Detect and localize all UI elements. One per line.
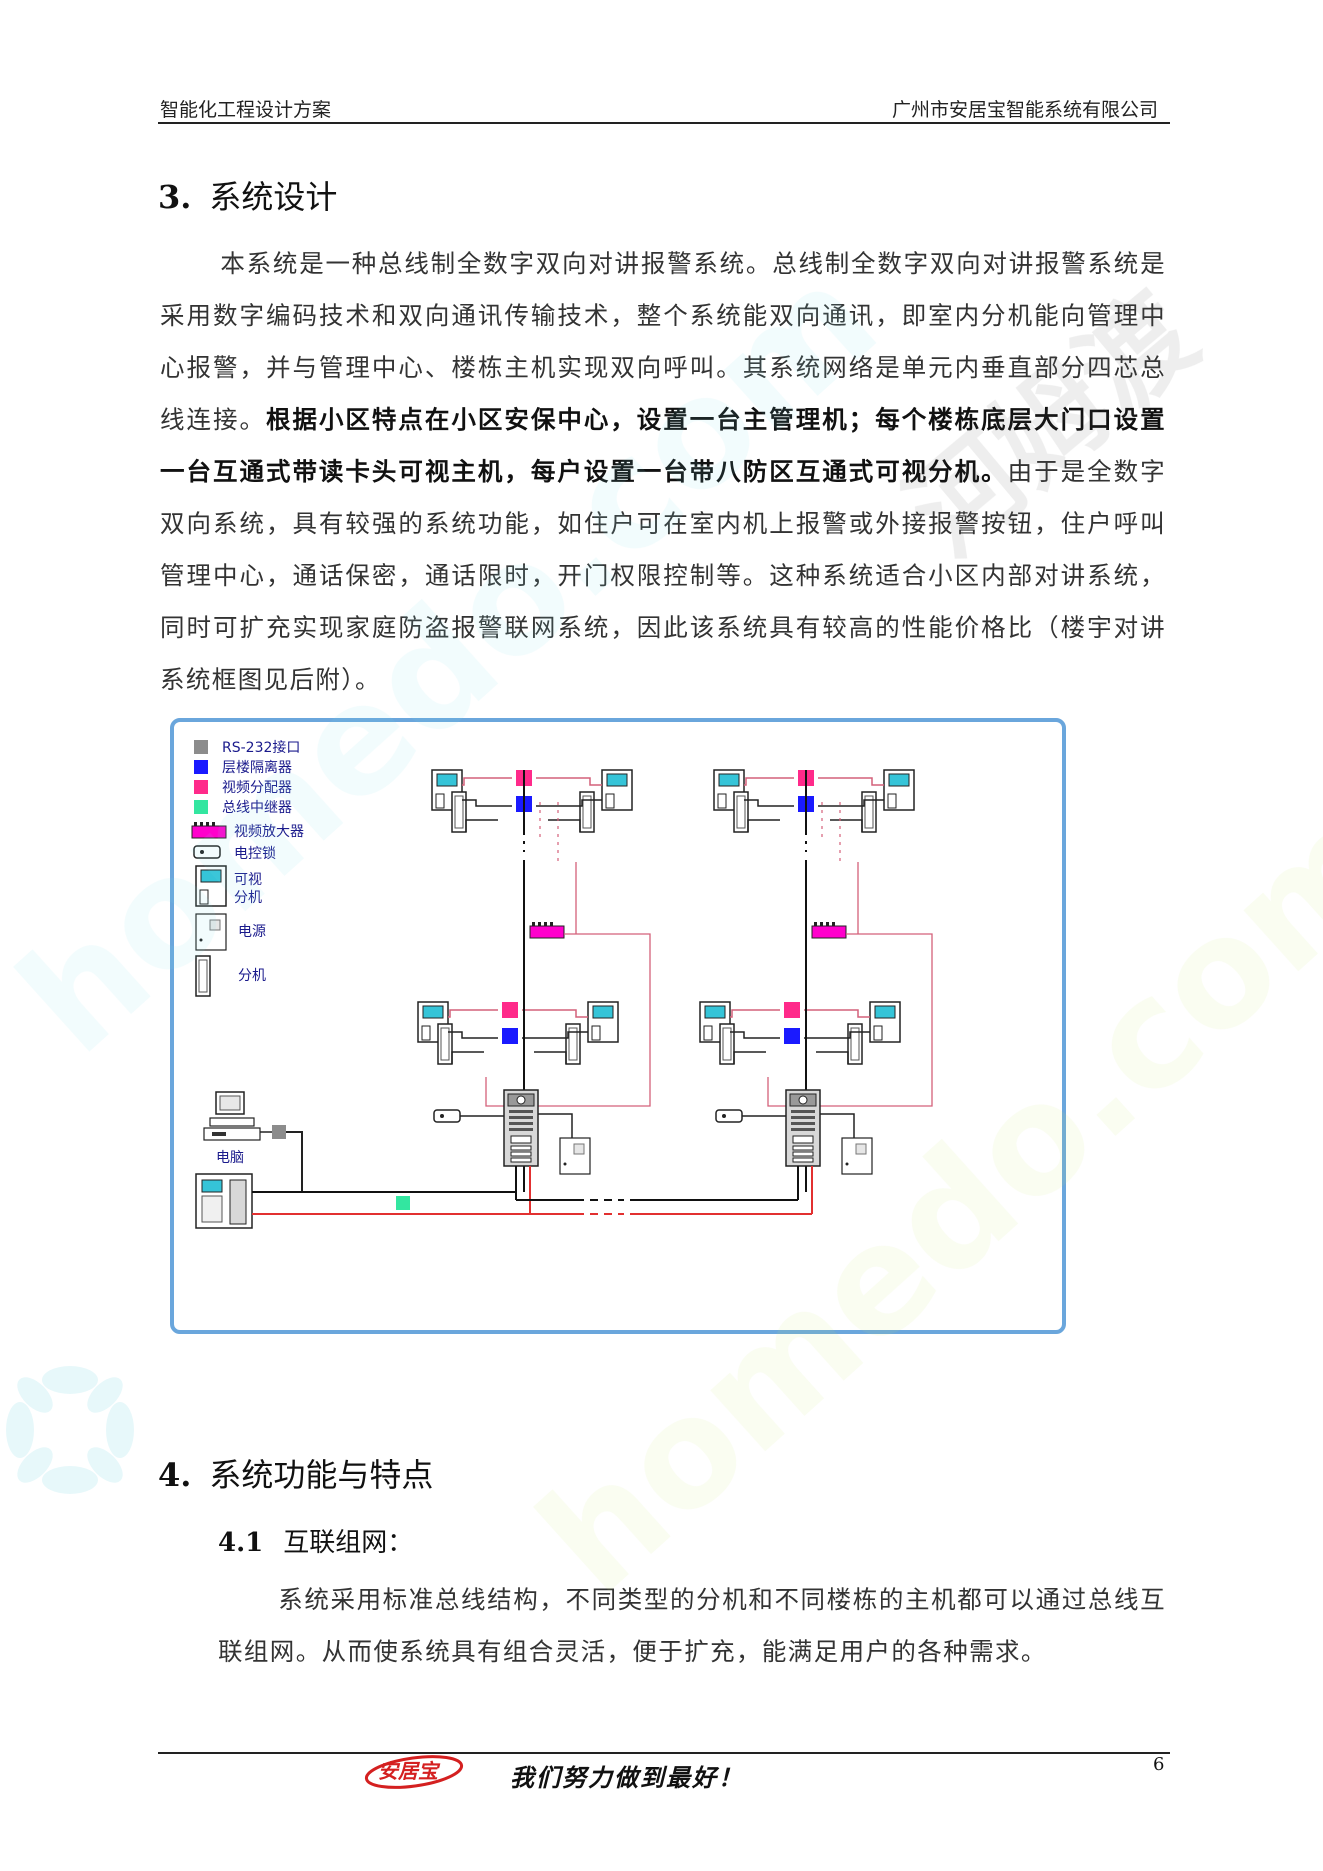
header-company-name: 广州市安居宝智能系统有限公司: [891, 99, 1158, 121]
legend-label-handset: 分机: [238, 968, 266, 984]
legend-lock-icon: [193, 845, 221, 859]
section-3-title: 系统设计: [209, 178, 338, 216]
section-3-para-2: 由于是全数字双向系统，具有较强的系统功能，如住户可在室内机上报警或外接报警按钮，…: [160, 457, 1167, 694]
b1-power-supply: [559, 1137, 591, 1175]
section-4-1-text: 系统采用标准总线结构，不同类型的分机和不同楼栋的主机都可以通过总线互联组网。从而…: [218, 1585, 1166, 1666]
b1-electric-lock: [433, 1109, 461, 1123]
header-rule: [158, 122, 1170, 124]
b2-electric-lock: [715, 1109, 743, 1123]
company-logo: 安居宝: [364, 1755, 464, 1789]
legend-label-video-amplifier: 视频放大器: [234, 824, 304, 840]
section-4-1-title: 互联组网：: [283, 1528, 414, 1558]
b2-lower-floor-group: [700, 1002, 900, 1064]
section-4-1-paragraph: 系统采用标准总线结构，不同类型的分机和不同楼栋的主机都可以通过总线互联组网。从而…: [218, 1574, 1166, 1678]
section-4-1-number: 4.1: [218, 1528, 264, 1558]
building-2: [700, 770, 933, 1214]
legend-label-rs232: RS-232接口: [222, 739, 300, 756]
legend-label-video-phone-2: 分机: [234, 890, 262, 906]
legend-label-power: 电源: [238, 924, 266, 940]
legend-handset-icon: [195, 955, 211, 997]
computer: 电脑: [203, 1091, 261, 1166]
legend-swatch-video-distributor: [194, 780, 208, 794]
section-3-number: 3.: [158, 178, 192, 216]
footer-slogan: 我们努力做到最好！: [510, 1763, 744, 1792]
legend-power-icon: [195, 913, 227, 951]
legend-label-bus-repeater: 总线中继器: [222, 800, 292, 816]
section-4-1-heading: 4.1 互联组网：: [218, 1522, 413, 1559]
b2-power-supply: [841, 1137, 873, 1175]
section-4-title: 系统功能与特点: [209, 1456, 434, 1494]
legend-swatch-bus-repeater: [194, 800, 208, 814]
legend-swatch-floor-isolator: [194, 760, 208, 774]
section-3-paragraph: 本系统是一种总线制全数字双向对讲报警系统。总线制全数字双向对讲报警系统是采用数字…: [160, 238, 1166, 706]
b1-top-floor-group: [432, 770, 632, 832]
section-3-heading: 3. 系统设计: [158, 172, 337, 218]
page-number: 6: [1153, 1754, 1165, 1775]
section-4-number: 4.: [158, 1456, 192, 1494]
legend-amplifier-icon: [191, 821, 227, 839]
footer-rule: [158, 1752, 1170, 1754]
legend-video-phone-icon: [195, 865, 227, 907]
logo-text: 安居宝: [378, 1759, 441, 1783]
watermark-flower-icon: [6, 1366, 134, 1494]
b2-door-station: [785, 1089, 821, 1167]
management-console: [195, 1173, 253, 1229]
b1-video-amplifier: [529, 921, 565, 939]
b2-top-floor-group: [714, 770, 914, 832]
rs232-interface: [272, 1125, 286, 1139]
section-4-heading: 4. 系统功能与特点: [158, 1450, 433, 1496]
section-3-para-bold: 根据小区特点在小区安保中心，设置一台主管理机；每个楼栋底层大门口设置一台互通式带…: [160, 405, 1166, 486]
legend-label-video-phone-1: 可视: [234, 872, 262, 888]
legend-label-video-distributor: 视频分配器: [222, 780, 292, 796]
b1-door-station: [503, 1089, 539, 1167]
section-3-para-1: 本系统是一种总线制全数字双向对讲报警系统。总线制全数字双向对讲报警系统是采用数字…: [160, 249, 1166, 434]
bus-repeater: [396, 1196, 410, 1210]
b1-lower-floor-group: [418, 1002, 618, 1064]
legend-swatch-rs232: [194, 740, 208, 754]
building-1: [418, 770, 651, 1214]
header-left-title: 智能化工程设计方案: [160, 99, 332, 121]
diagram-canvas: RS-232接口 层楼隔离器 视频分配器 总线中继器 视频放大器 电控锁 可视 …: [191, 739, 933, 1229]
b2-video-amplifier: [811, 921, 847, 939]
diagram-legend: RS-232接口 层楼隔离器 视频分配器 总线中继器 视频放大器 电控锁 可视 …: [191, 739, 304, 997]
intercom-system-diagram: RS-232接口 层楼隔离器 视频分配器 总线中继器 视频放大器 电控锁 可视 …: [170, 718, 1066, 1334]
legend-label-floor-isolator: 层楼隔离器: [222, 759, 292, 776]
computer-label: 电脑: [216, 1150, 244, 1166]
legend-label-electric-lock: 电控锁: [234, 846, 276, 862]
